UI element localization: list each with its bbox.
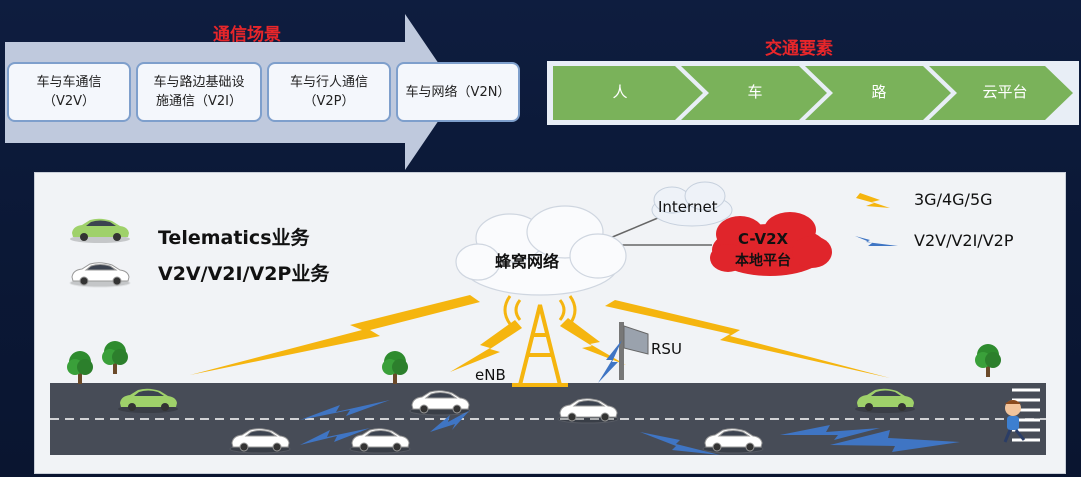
car-v2x-icon: [69, 262, 131, 288]
cellular-signal-bolt: [190, 193, 890, 378]
scenario-v2n: 车与网络（V2N）: [396, 62, 520, 122]
element-person: 人: [612, 83, 628, 101]
scenarios-title: 通信场景: [213, 25, 281, 45]
legend-cellular-label: 3G/4G/5G: [914, 190, 993, 209]
rsu-label: RSU: [651, 340, 682, 358]
element-cloud-platform: 云平台: [982, 83, 1028, 101]
internet-label: Internet: [658, 198, 718, 216]
cv2x-cloud-icon: [710, 212, 832, 276]
elements-chevrons: [547, 61, 1079, 125]
internet-link: [609, 214, 666, 239]
cellular-network-label: 蜂窝网络: [495, 252, 560, 271]
v2x-signal-bolt: [300, 236, 960, 455]
tree-icon: [382, 351, 408, 384]
cellular-cloud-icon: [455, 205, 627, 296]
tree-icon: [102, 341, 128, 374]
legend-v2x-signal-label: V2V/V2I/V2P: [914, 231, 1014, 250]
legend-telematics-label: Telematics业务: [158, 227, 310, 249]
enb-label: eNB: [475, 366, 506, 384]
scenario-v2i: 车与路边基础设 施通信（V2I）: [136, 62, 262, 122]
internet-cloud-icon: [651, 181, 733, 227]
pedestrian-icon: [1003, 400, 1026, 443]
rsu-icon: [619, 322, 649, 380]
elements-title: 交通要素: [765, 39, 833, 59]
cv2x-label-line2: 本地平台: [735, 253, 791, 269]
tree-icon: [975, 344, 1001, 377]
car-telematics-icon: [70, 218, 130, 243]
element-road: 路: [871, 83, 887, 101]
scenario-v2p: 车与行人通信 （V2P）: [267, 62, 391, 122]
scenario-v2v: 车与车通信 （V2V）: [7, 62, 131, 122]
tree-icon: [67, 351, 93, 384]
legend-v2x-label: V2V/V2I/V2P业务: [158, 263, 330, 285]
element-vehicle: 车: [747, 83, 763, 101]
enb-tower-icon: [503, 295, 577, 387]
cv2x-label-line1: C-V2X: [738, 230, 789, 248]
